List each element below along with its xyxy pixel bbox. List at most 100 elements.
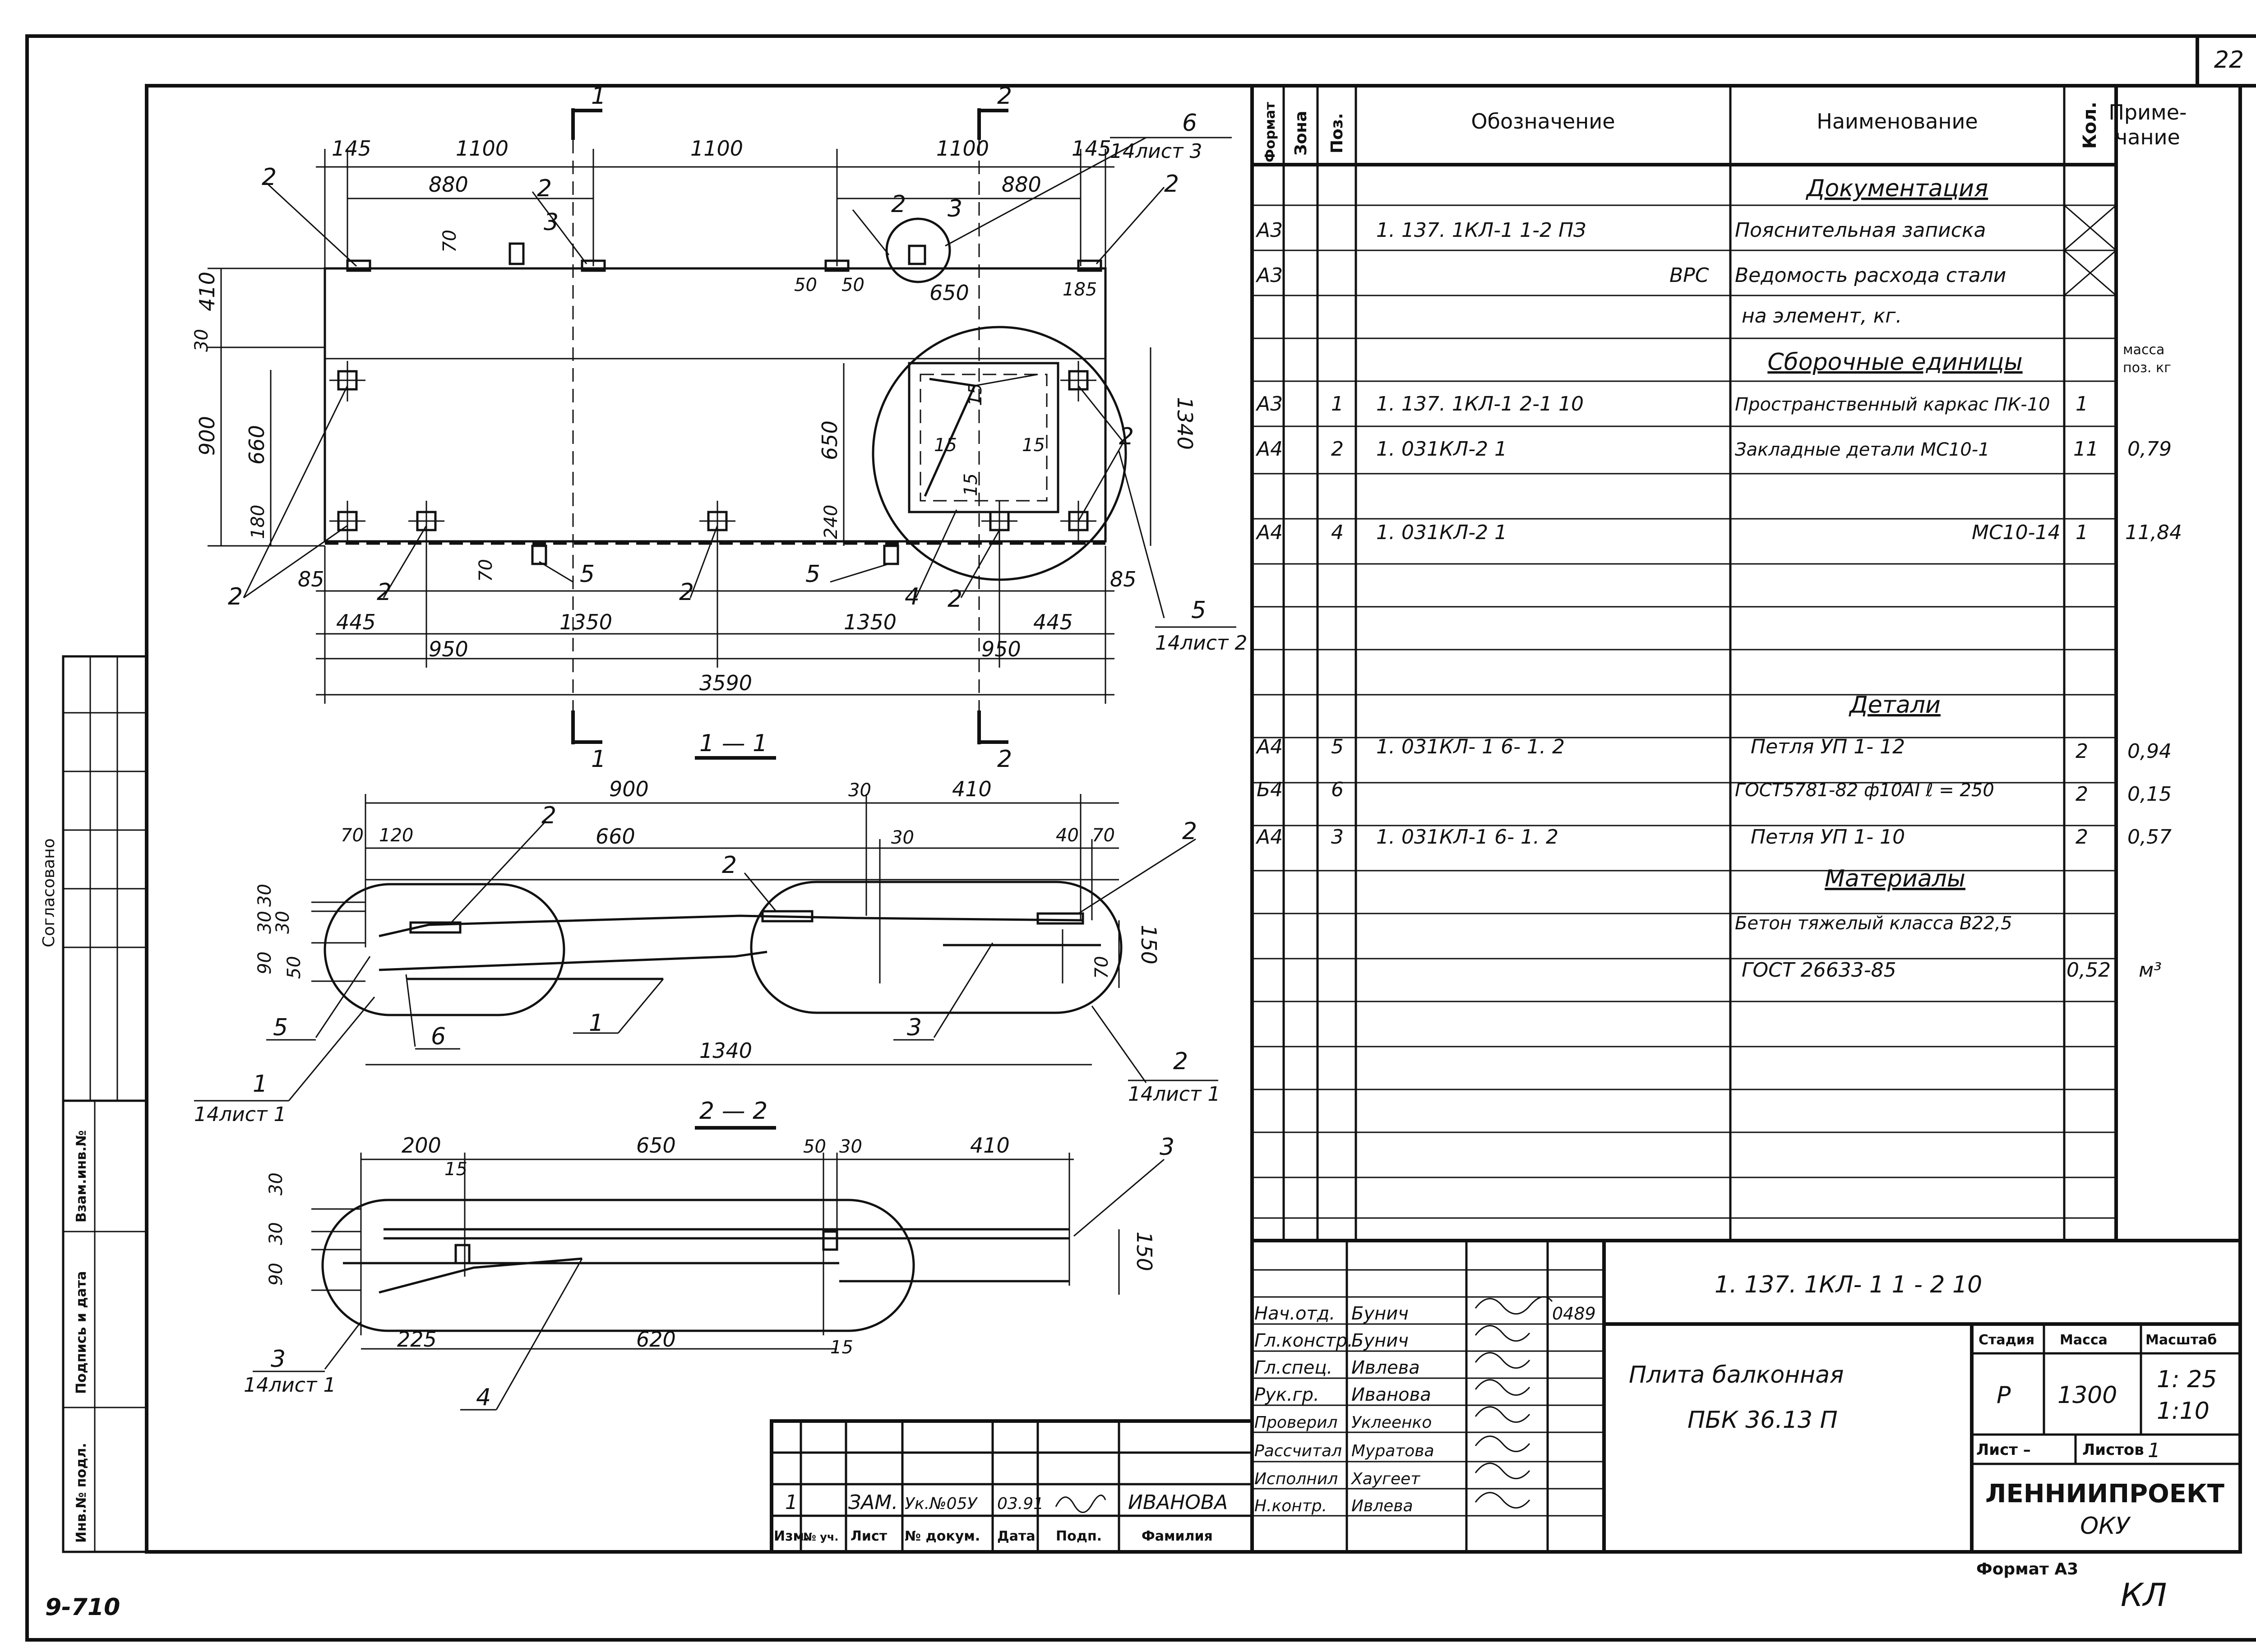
s2-dim-620: 620: [636, 1327, 676, 1352]
s2-dim-50: 50: [803, 1136, 826, 1157]
callout-plan-6: 2: [377, 579, 392, 606]
s2-dim-650: 650: [636, 1133, 676, 1158]
dim-660: 660: [245, 425, 269, 465]
dim-240: 240: [821, 505, 841, 539]
s2-callout-2: 4: [476, 1384, 491, 1411]
callout-plan-3b: 3: [948, 195, 962, 222]
s2-dim-410: 410: [970, 1133, 1010, 1158]
row-6-note: 0,94: [2127, 740, 2172, 763]
callout-plan-9: 5: [580, 561, 595, 588]
dim-185: 185: [1063, 279, 1097, 300]
row-8-designation: 1. 031КЛ-1 6- 1. 2: [1376, 826, 1558, 849]
hdr-name: Наименование: [1817, 109, 1978, 134]
rev-hdr-6: Фамилия: [1142, 1528, 1213, 1544]
s2-dim-30: 30: [839, 1136, 862, 1157]
embed-plates: [329, 361, 1096, 541]
dim-650-h: 650: [929, 281, 969, 305]
dim-top-3: 1100: [936, 136, 989, 161]
scale-header: Масштаб: [2145, 1332, 2217, 1348]
dim-15b: 15: [934, 435, 957, 456]
row-5-pos: 4: [1331, 521, 1344, 544]
agreed-label: Согласовано: [40, 838, 58, 947]
rev-hdr-0: Изм.: [774, 1528, 809, 1544]
row-0-name: Пояснительная записка: [1735, 219, 1986, 242]
spec-row: А4 2 1. 031КЛ-2 1 Закладные детали МС10-…: [1255, 438, 2172, 461]
rev-hdr-1: № уч.: [803, 1531, 838, 1543]
row-0-designation: 1. 137. 1КЛ-1 1-2 ПЗ: [1376, 219, 1586, 242]
sec-documentation: Документация: [1806, 175, 1988, 202]
s2-dim-150: 150: [1132, 1232, 1156, 1271]
date-code: 0489: [1552, 1304, 1596, 1324]
row-6-qty: 2: [2076, 740, 2088, 763]
person-role-4: Проверил: [1254, 1413, 1338, 1432]
row-1-name: Ведомость расхода стали: [1735, 264, 2006, 287]
rev-doc: Ук.№05У: [905, 1495, 978, 1513]
sheet-number-box: [2196, 34, 2256, 88]
rev-hdr-4: Дата: [997, 1528, 1036, 1544]
row-3-pos: 1: [1331, 392, 1344, 415]
spec-row: Б4 6 ГОСТ5781-82 ф10АI ℓ = 250 2 0,15: [1257, 778, 2172, 806]
spec-row: А4 3 1. 031КЛ-1 6- 1. 2 Петля УП 1- 10 2…: [1255, 826, 2172, 849]
hdr-pos: Поз.: [1328, 113, 1346, 153]
doc-code: 1. 137. 1КЛ- 1 1 - 2 10: [1715, 1271, 1982, 1298]
ref-5: 5: [1191, 597, 1206, 624]
dim-50a: 50: [794, 275, 817, 295]
s1-dim-40: 40: [1056, 825, 1079, 846]
cut-mark-1-top: 1: [591, 83, 606, 110]
ref-5-sheet: 14лист 2: [1155, 632, 1248, 655]
s1-dim-70c: 70: [1091, 956, 1112, 979]
s1-dim-30a: 30: [848, 780, 871, 801]
s1-callout-5: 1: [589, 1010, 604, 1037]
row-3-designation: 1. 137. 1КЛ-1 2-1 10: [1376, 392, 1584, 415]
callout-plan-8: 2: [948, 586, 962, 613]
dept-name: ОКУ: [2080, 1513, 2131, 1540]
person-name-7: Ивлева: [1351, 1497, 1413, 1515]
row-8-format: А4: [1255, 826, 1283, 849]
sheet-number: 22: [2214, 46, 2244, 74]
hdr-zone: Зона: [1292, 111, 1310, 156]
sec-assemblies: Сборочные единицы: [1767, 349, 2022, 376]
row-5-name: МС10-14: [1972, 521, 2061, 544]
s1-dim-50: 50: [284, 956, 305, 979]
row-3-name: Пространственный каркас ПК-10: [1735, 394, 2050, 415]
stamp-mark: КЛ: [2121, 1577, 2167, 1614]
spec-row: А3 1 1. 137. 1КЛ-1 2-1 10 Пространственн…: [1255, 392, 2088, 415]
row-7-name: ГОСТ5781-82 ф10АI ℓ = 250: [1735, 780, 1994, 801]
callout-plan-0: 2: [262, 164, 277, 191]
dim-bottom-5: 85: [1110, 567, 1137, 591]
row-4-name: Закладные детали МС10-1: [1735, 439, 1990, 460]
dim-650-v: 650: [818, 420, 842, 460]
s1-dim-30e: 30: [273, 911, 293, 934]
row-5-designation: 1. 031КЛ-2 1: [1376, 521, 1507, 544]
person-role-7: Н.контр.: [1254, 1497, 1327, 1515]
rev-hdr-3: № докум.: [905, 1528, 980, 1544]
s2-dim-225: 225: [397, 1327, 437, 1352]
people-list: Нач.отд. Бунич Гл.констр. Бунич Гл.спец.…: [1254, 1303, 1434, 1515]
callout-plan-11: 4: [905, 583, 920, 610]
signatures: [1475, 1296, 1553, 1509]
row-0-format: А3: [1255, 219, 1283, 242]
s2-dim-15b: 15: [830, 1337, 853, 1358]
dim-bottom-0: 85: [298, 567, 324, 591]
row-4-note: 0,79: [2127, 438, 2172, 461]
row-4-designation: 1. 031КЛ-2 1: [1376, 438, 1507, 461]
s1-callout-7: 1: [253, 1071, 268, 1098]
row-10-qty: 0,52: [2066, 959, 2111, 982]
scale-value-2: 1:10: [2157, 1398, 2210, 1425]
side-stamp: Согласовано Взам.инв.№ Подпись и дата Ин…: [40, 655, 148, 1553]
plan-leaders: [243, 137, 1165, 618]
sheet-label: Лист –: [1976, 1441, 2031, 1459]
sheets-label: Листов: [2082, 1441, 2144, 1459]
dim-410: 410: [195, 272, 219, 311]
row-1-format: А3: [1255, 264, 1283, 287]
sec-materials: Материалы: [1825, 865, 1965, 892]
person-role-6: Исполнил: [1254, 1470, 1338, 1488]
row-7-format: Б4: [1257, 778, 1283, 801]
s1-ref-left: 14лист 1: [194, 1103, 287, 1126]
sheet-code: 9-710: [45, 1594, 120, 1621]
s1-dim-120: 120: [379, 825, 413, 846]
person-role-2: Гл.спец.: [1254, 1357, 1332, 1378]
hdr-designation: Обозначение: [1471, 109, 1615, 134]
s2-dim-30b: 30: [266, 1222, 287, 1245]
